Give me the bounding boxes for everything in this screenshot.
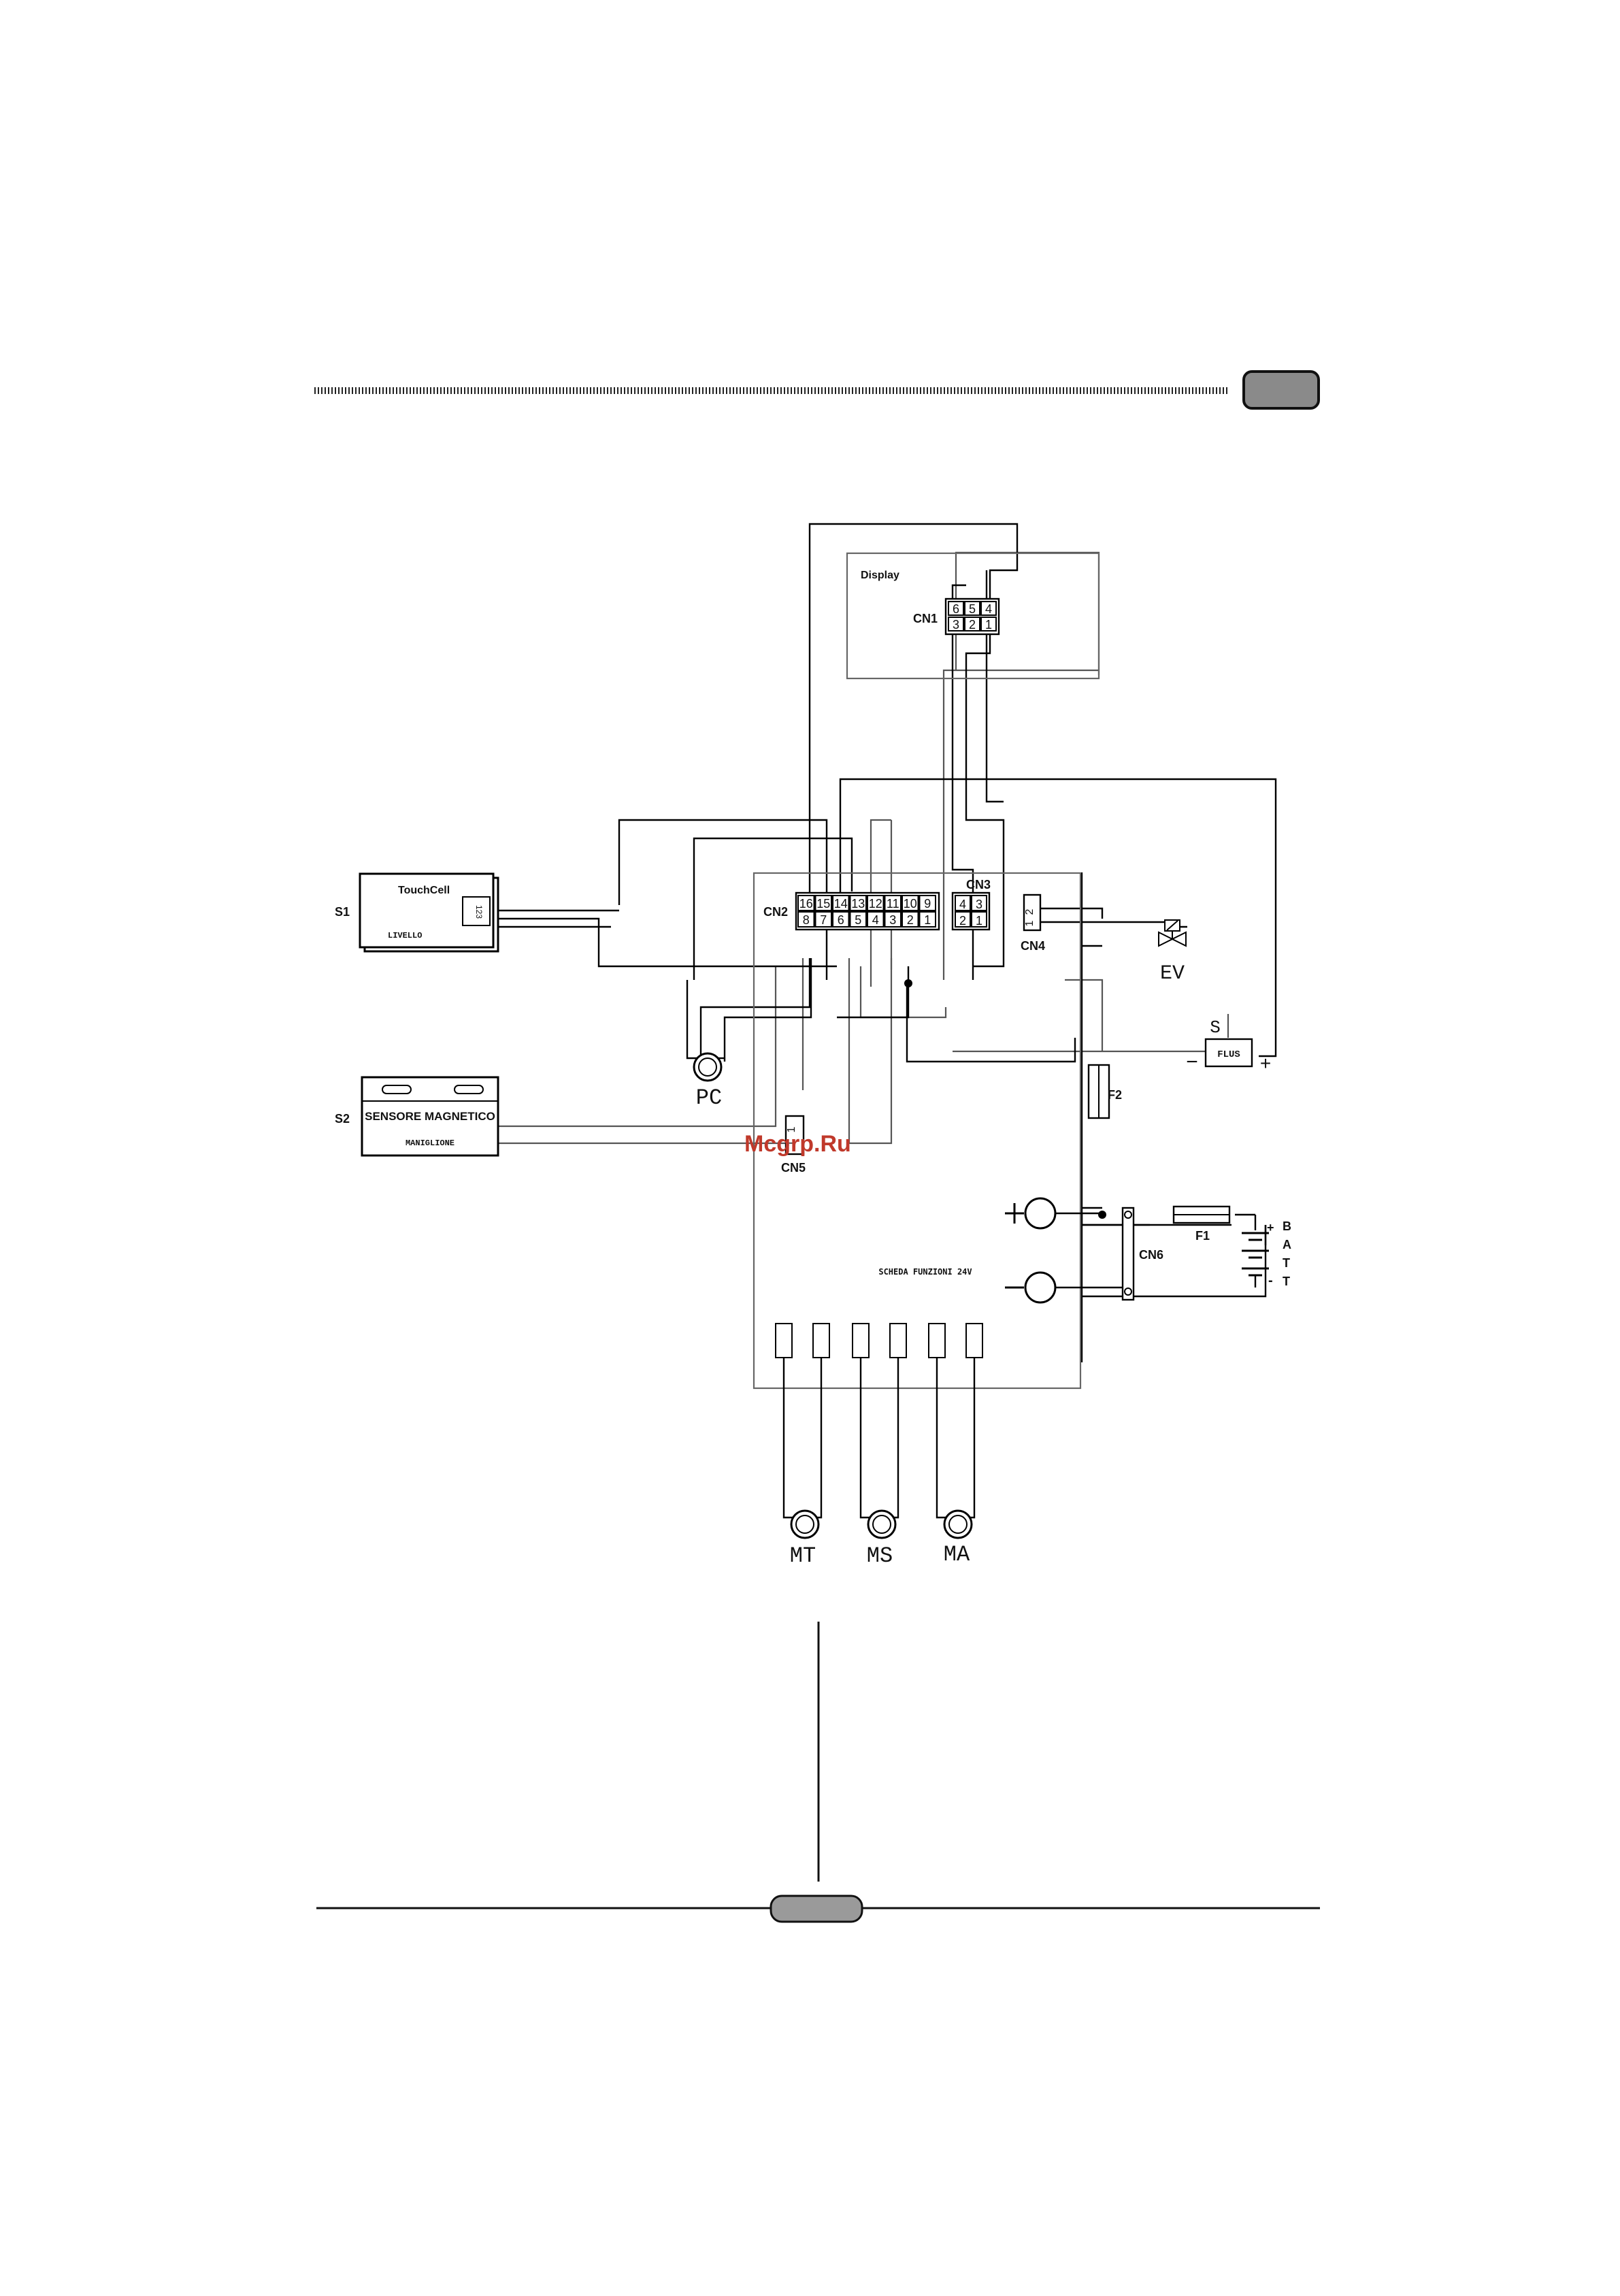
cn4-pin: 2 bbox=[1024, 908, 1036, 915]
motor-ma-label: MA bbox=[944, 1542, 970, 1567]
battery-letter: A bbox=[1283, 1238, 1291, 1251]
cn4-label: CN4 bbox=[1021, 939, 1045, 953]
motor-mt-label: MT bbox=[790, 1543, 816, 1569]
cn3-pin: 3 bbox=[976, 898, 982, 911]
cn2-pin: 4 bbox=[872, 913, 879, 927]
junction-dot bbox=[1098, 1211, 1106, 1219]
wires-black bbox=[490, 524, 1276, 1362]
cn5-label: CN5 bbox=[781, 1161, 806, 1175]
cn2-pin: 8 bbox=[803, 913, 810, 927]
display-title: Display bbox=[861, 570, 899, 581]
s1-title: TouchCell bbox=[398, 885, 450, 896]
pump-pc-icon bbox=[687, 980, 725, 1081]
motor-mt bbox=[791, 1511, 819, 1538]
cn2-pin: 3 bbox=[889, 913, 896, 927]
cn3-pin: 1 bbox=[976, 914, 982, 928]
f2-label: F2 bbox=[1108, 1088, 1122, 1102]
ev-label: EV bbox=[1160, 962, 1185, 985]
battery-minus: - bbox=[1268, 1273, 1273, 1288]
cn4-pin: 1 bbox=[1024, 920, 1036, 926]
cn1-pin: 5 bbox=[969, 602, 976, 616]
cn2-label: CN2 bbox=[763, 905, 788, 919]
plus-terminal-icon bbox=[1005, 1198, 1102, 1228]
s2-subtitle: MANIGLIONE bbox=[406, 1138, 454, 1148]
cn3-pin: 4 bbox=[959, 898, 966, 911]
battery-letter: B bbox=[1283, 1219, 1291, 1233]
s2-tag: S2 bbox=[335, 1112, 350, 1126]
cn2-pin: 11 bbox=[887, 897, 899, 911]
cn2-pin: 10 bbox=[904, 897, 917, 911]
s1-pins: 123 bbox=[474, 905, 484, 919]
battery-plus: + bbox=[1267, 1221, 1274, 1234]
cn2-pin: 16 bbox=[799, 897, 813, 911]
cn3-pin: 2 bbox=[959, 914, 966, 928]
cn1-pin: 2 bbox=[969, 618, 976, 632]
cn1-pin: 4 bbox=[985, 602, 992, 616]
cn2-pin: 1 bbox=[924, 913, 931, 927]
page-tab bbox=[1244, 372, 1319, 408]
motor-ms-label: MS bbox=[867, 1543, 893, 1569]
function-board-label: SCHEDA FUNZIONI 24V bbox=[878, 1267, 972, 1277]
flus-minus: − bbox=[1186, 1051, 1198, 1073]
cn1-pin: 6 bbox=[953, 602, 959, 616]
motor-ma bbox=[944, 1511, 972, 1538]
cn6-label: CN6 bbox=[1139, 1248, 1163, 1262]
page-number-pill bbox=[771, 1896, 862, 1922]
minus-terminal-icon bbox=[1005, 1273, 1123, 1302]
f1-label: F1 bbox=[1195, 1229, 1210, 1243]
cn1-pin: 1 bbox=[985, 618, 992, 632]
cn2-pin: 7 bbox=[820, 913, 827, 927]
watermark: Mcgrp.Ru bbox=[744, 1131, 851, 1157]
battery-icon bbox=[1235, 1215, 1269, 1288]
cn3-label: CN3 bbox=[966, 878, 991, 891]
junction-dot bbox=[904, 979, 912, 987]
cn1-label: CN1 bbox=[913, 612, 938, 625]
cn2-pin: 5 bbox=[855, 913, 861, 927]
flus-label: FLUS bbox=[1217, 1049, 1240, 1060]
cn2-pin: 14 bbox=[834, 897, 848, 911]
cn2-pin: 2 bbox=[907, 913, 914, 927]
battery-letter: T bbox=[1283, 1275, 1290, 1288]
motor-terminals bbox=[776, 1324, 982, 1358]
cn2-pin: 9 bbox=[924, 897, 931, 911]
s1-subtitle: LIVELLO bbox=[388, 931, 422, 940]
pc-label: PC bbox=[696, 1085, 722, 1111]
motor-ms bbox=[868, 1511, 895, 1538]
cn2-pin: 12 bbox=[869, 897, 882, 911]
battery-letter: T bbox=[1283, 1256, 1290, 1270]
cn3-connector bbox=[953, 893, 989, 930]
cn6-connector bbox=[1123, 1208, 1134, 1300]
s1-tag: S1 bbox=[335, 905, 350, 919]
valve-icon bbox=[1159, 920, 1186, 946]
cn2-pin: 15 bbox=[816, 897, 830, 911]
flus-plus: + bbox=[1260, 1053, 1271, 1074]
motor-leads bbox=[784, 1358, 974, 1518]
cn2-pin: 13 bbox=[851, 897, 865, 911]
flus-s-label: S bbox=[1210, 1017, 1221, 1038]
s2-title: SENSORE MAGNETICO bbox=[365, 1110, 495, 1123]
cn2-pin: 6 bbox=[838, 913, 844, 927]
cn1-pin: 3 bbox=[953, 618, 959, 632]
